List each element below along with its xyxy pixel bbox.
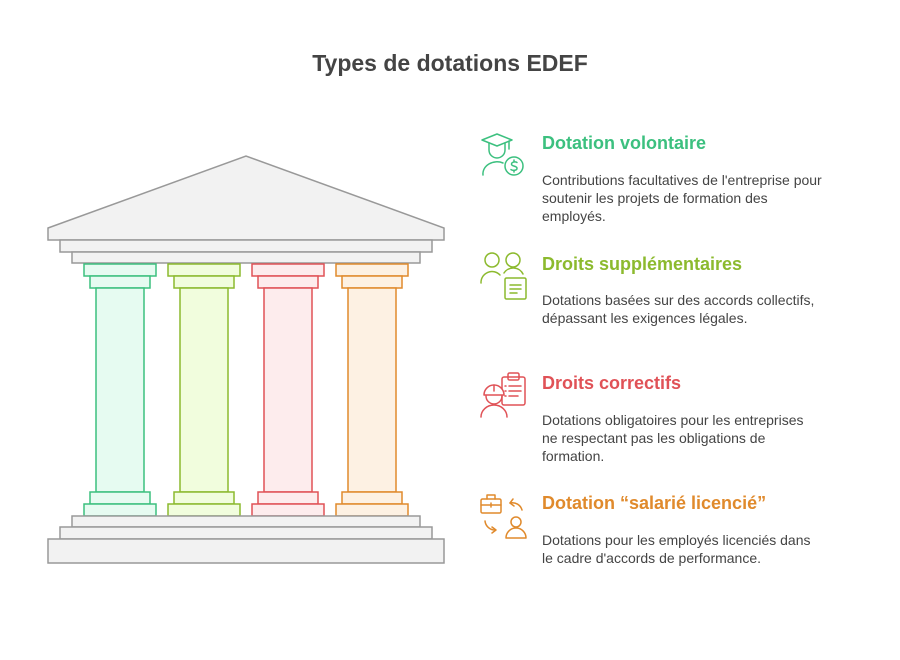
pillar-3 xyxy=(251,263,325,517)
pillar-3-shaft xyxy=(263,287,313,493)
base xyxy=(47,515,445,564)
pillar-2-capital-top xyxy=(167,263,241,277)
base-step-middle xyxy=(59,526,433,540)
pediment xyxy=(47,155,445,241)
pillar-1-plinth-base xyxy=(83,503,157,517)
pillar-3-capital-top xyxy=(251,263,325,277)
pillar-1-capital-top xyxy=(83,263,157,277)
graduate-dollar-icon xyxy=(481,133,524,176)
pillar-4-capital-top xyxy=(335,263,409,277)
briefcase-person-icon xyxy=(480,494,527,539)
pillar-1 xyxy=(83,263,157,517)
entablature-lower xyxy=(71,251,421,264)
pillars xyxy=(83,263,409,517)
pillar-2-plinth-base xyxy=(167,503,241,517)
item-desc-supplementaires: Dotations basées sur des accords collect… xyxy=(542,292,815,326)
users-document-icon xyxy=(480,252,527,300)
item-title-volontaire: Dotation volontaire xyxy=(542,133,707,153)
pillar-3-plinth-base xyxy=(251,503,325,517)
item-title-licencie: Dotation “salarié licencié” xyxy=(542,493,767,513)
entablature-upper xyxy=(59,239,433,253)
pillar-4-shaft xyxy=(347,287,397,493)
item-title-supplementaires: Droits supplémentaires xyxy=(542,254,743,274)
item-desc-correctifs: Dotations obligatoires pour les entrepri… xyxy=(542,412,804,464)
base-step-bottom xyxy=(47,538,445,564)
item-desc-licencie: Dotations pour les employés licenciés da… xyxy=(542,532,811,566)
pillar-2-plinth-neck xyxy=(173,491,235,505)
item-title-correctifs: Droits correctifs xyxy=(542,373,682,393)
base-step-top xyxy=(71,515,421,528)
pillar-4-plinth-base xyxy=(335,503,409,517)
pillar-1-shaft xyxy=(95,287,145,493)
temple-diagram xyxy=(47,155,445,564)
pillar-4-plinth-neck xyxy=(341,491,403,505)
pillar-2-capital-neck xyxy=(173,275,235,289)
pillar-1-plinth-neck xyxy=(89,491,151,505)
pillar-4 xyxy=(335,263,409,517)
page-title: Types de dotations EDEF xyxy=(312,50,588,76)
item-desc-volontaire: Contributions facultatives de l'entrepri… xyxy=(542,172,822,224)
pillar-3-capital-neck xyxy=(257,275,319,289)
pillar-3-plinth-neck xyxy=(257,491,319,505)
worker-clipboard-icon xyxy=(480,372,526,418)
pillar-2 xyxy=(167,263,241,517)
pillar-1-capital-neck xyxy=(89,275,151,289)
pillar-4-capital-neck xyxy=(341,275,403,289)
roof xyxy=(47,155,445,264)
pillar-2-shaft xyxy=(179,287,229,493)
